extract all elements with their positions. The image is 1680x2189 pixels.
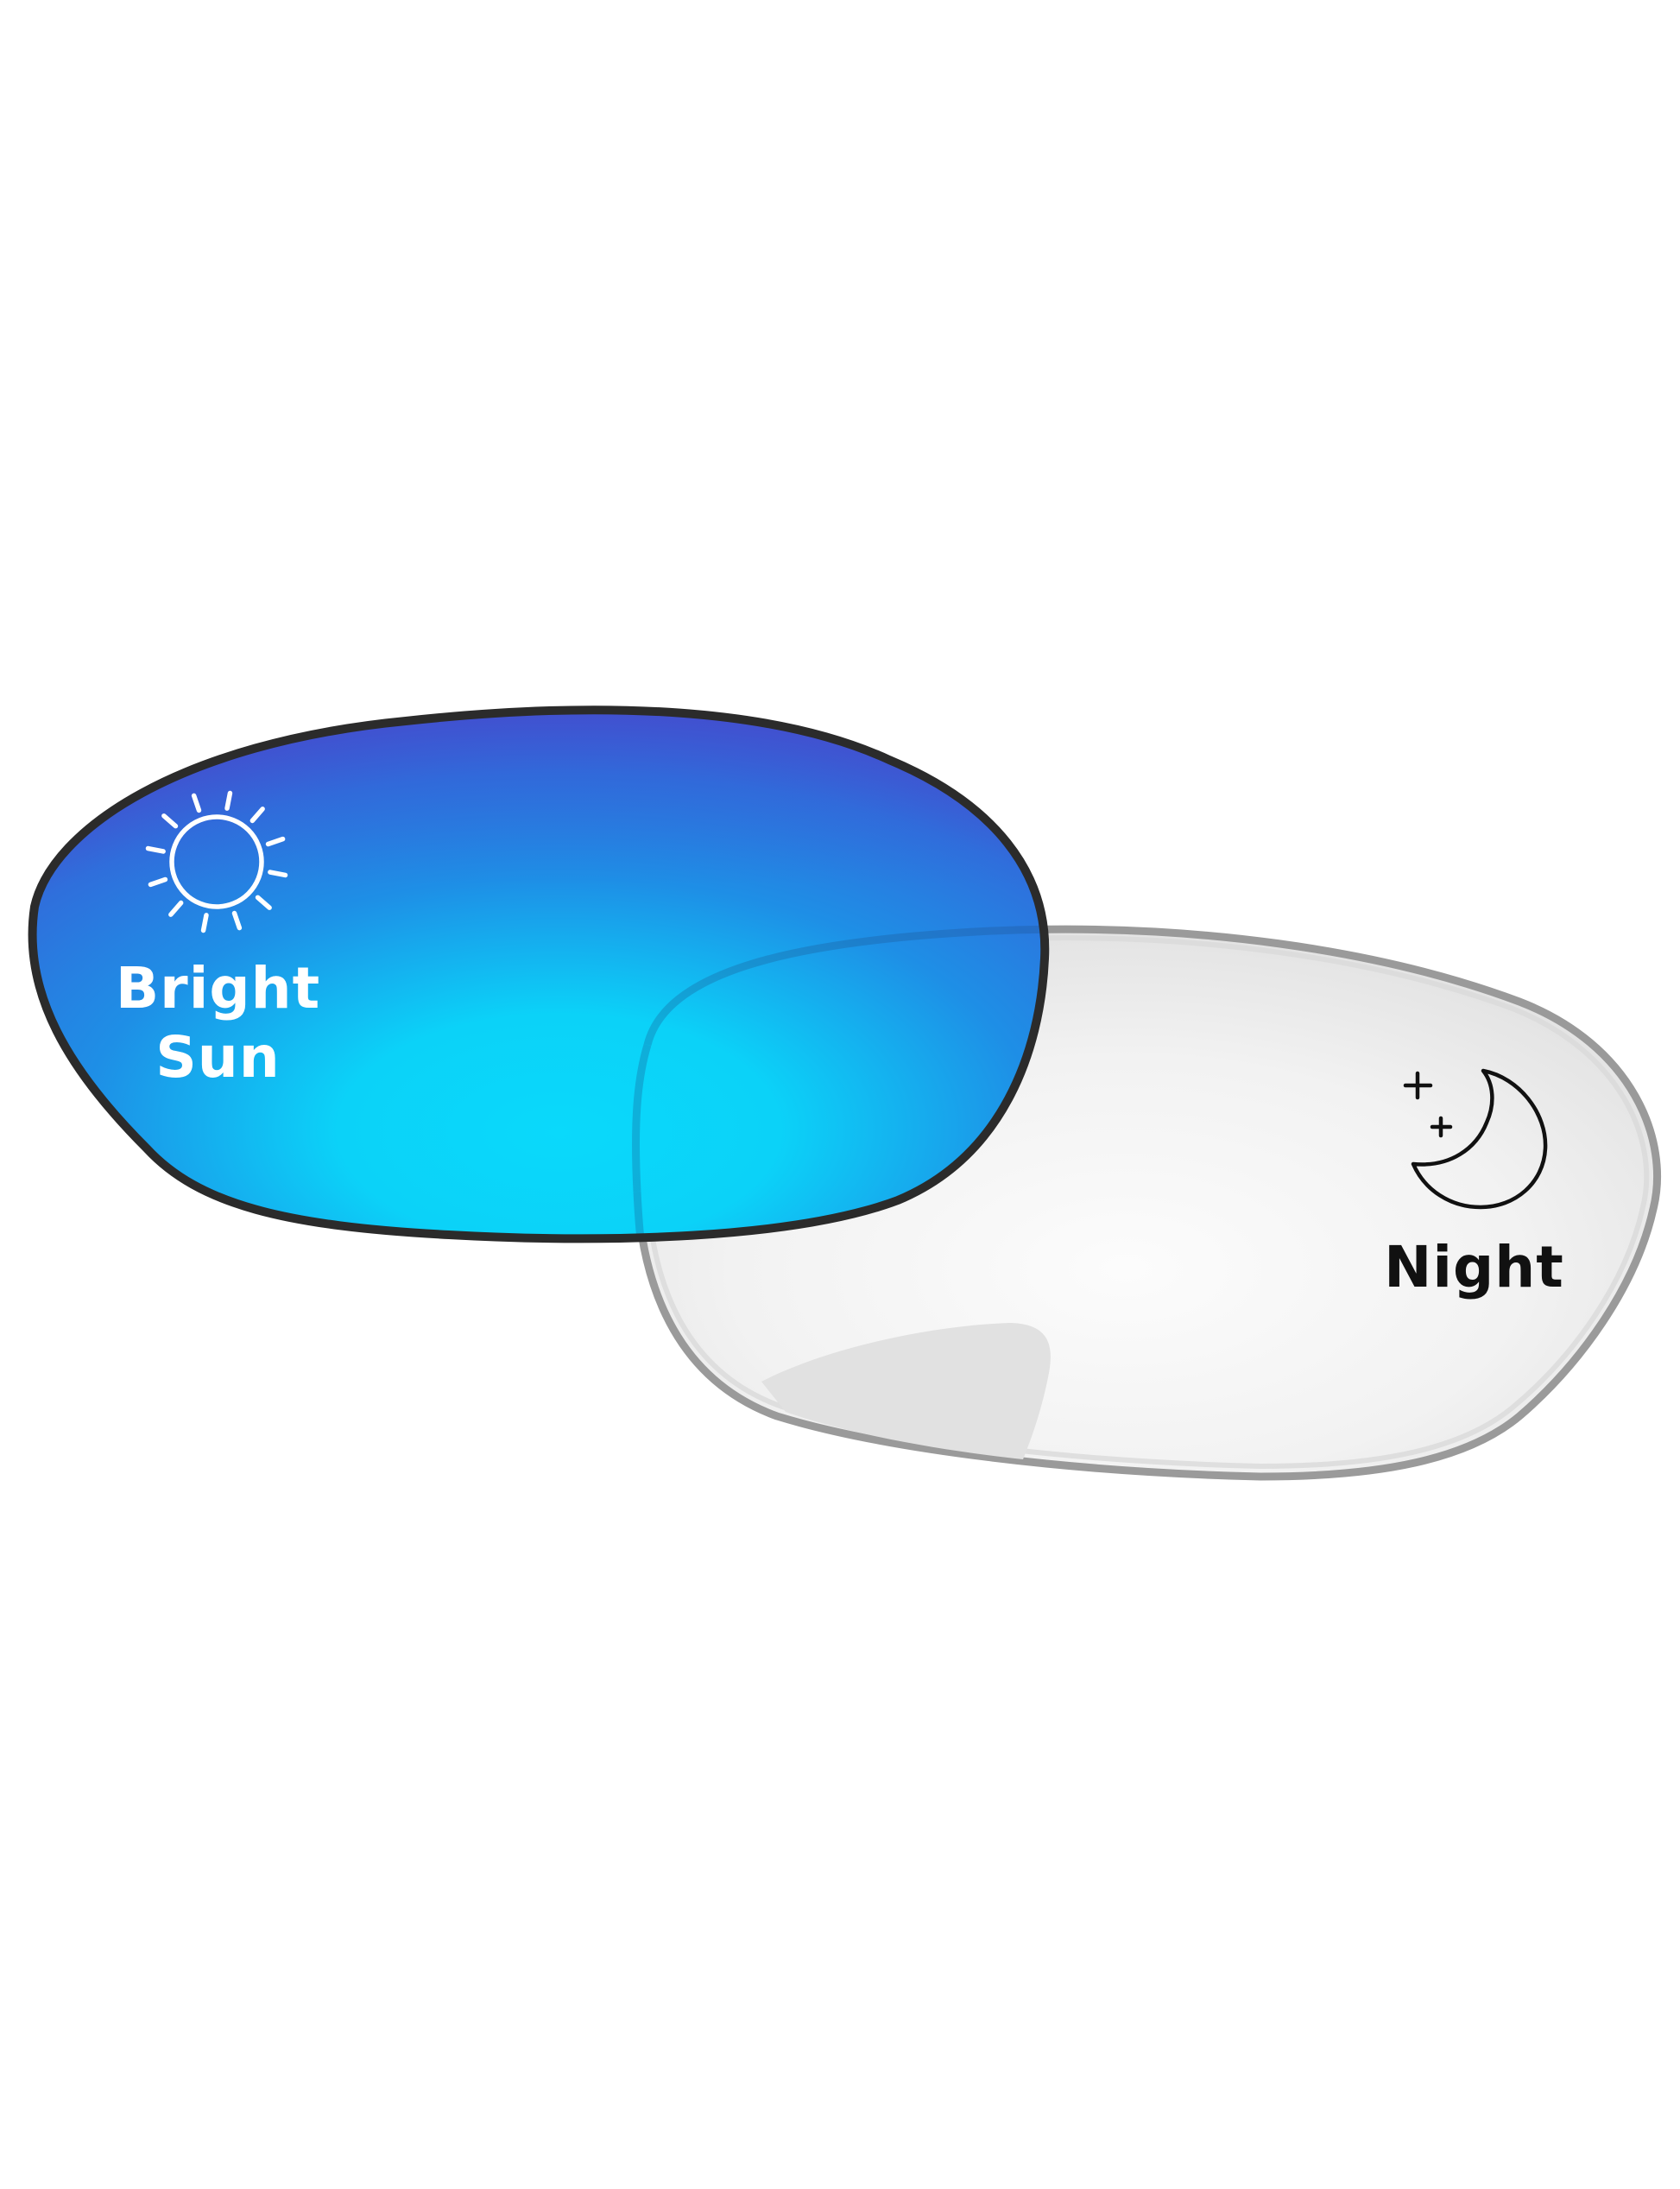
bright-sun-label: Bright Sun: [104, 954, 332, 1092]
star-icon: [1430, 1116, 1453, 1138]
blue-bright-sun-lens: [28, 705, 1050, 1243]
sun-icon: [145, 790, 288, 933]
bright-sun-label-line2: Sun: [155, 1024, 281, 1091]
star-icon: [1403, 1071, 1433, 1100]
bifocal-segment: [761, 1323, 1051, 1459]
moon-stars-icon: [1403, 1068, 1548, 1210]
night-label: Night: [1381, 1233, 1567, 1302]
night-label-text: Night: [1384, 1234, 1564, 1300]
bright-sun-label-line1: Bright: [115, 955, 321, 1022]
